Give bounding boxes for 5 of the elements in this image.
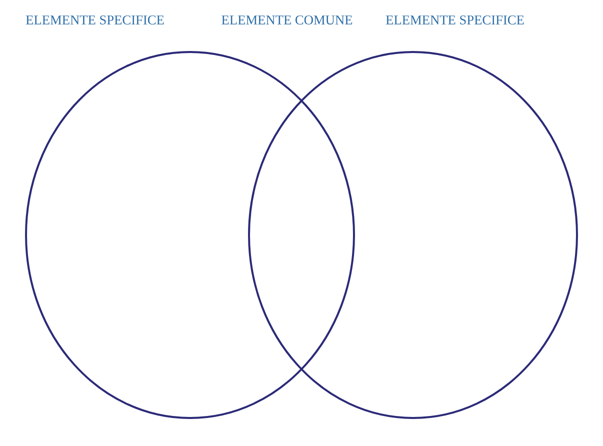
ellipse-outline (248, 51, 578, 419)
heading-label: ELEMENTE SPECIFICE (386, 16, 524, 24)
heading-label: ELEMENTE COMUNE (222, 16, 352, 24)
heading-label: ELEMENTE SPECIFICE (26, 16, 164, 24)
ellipse-outline (25, 51, 355, 419)
